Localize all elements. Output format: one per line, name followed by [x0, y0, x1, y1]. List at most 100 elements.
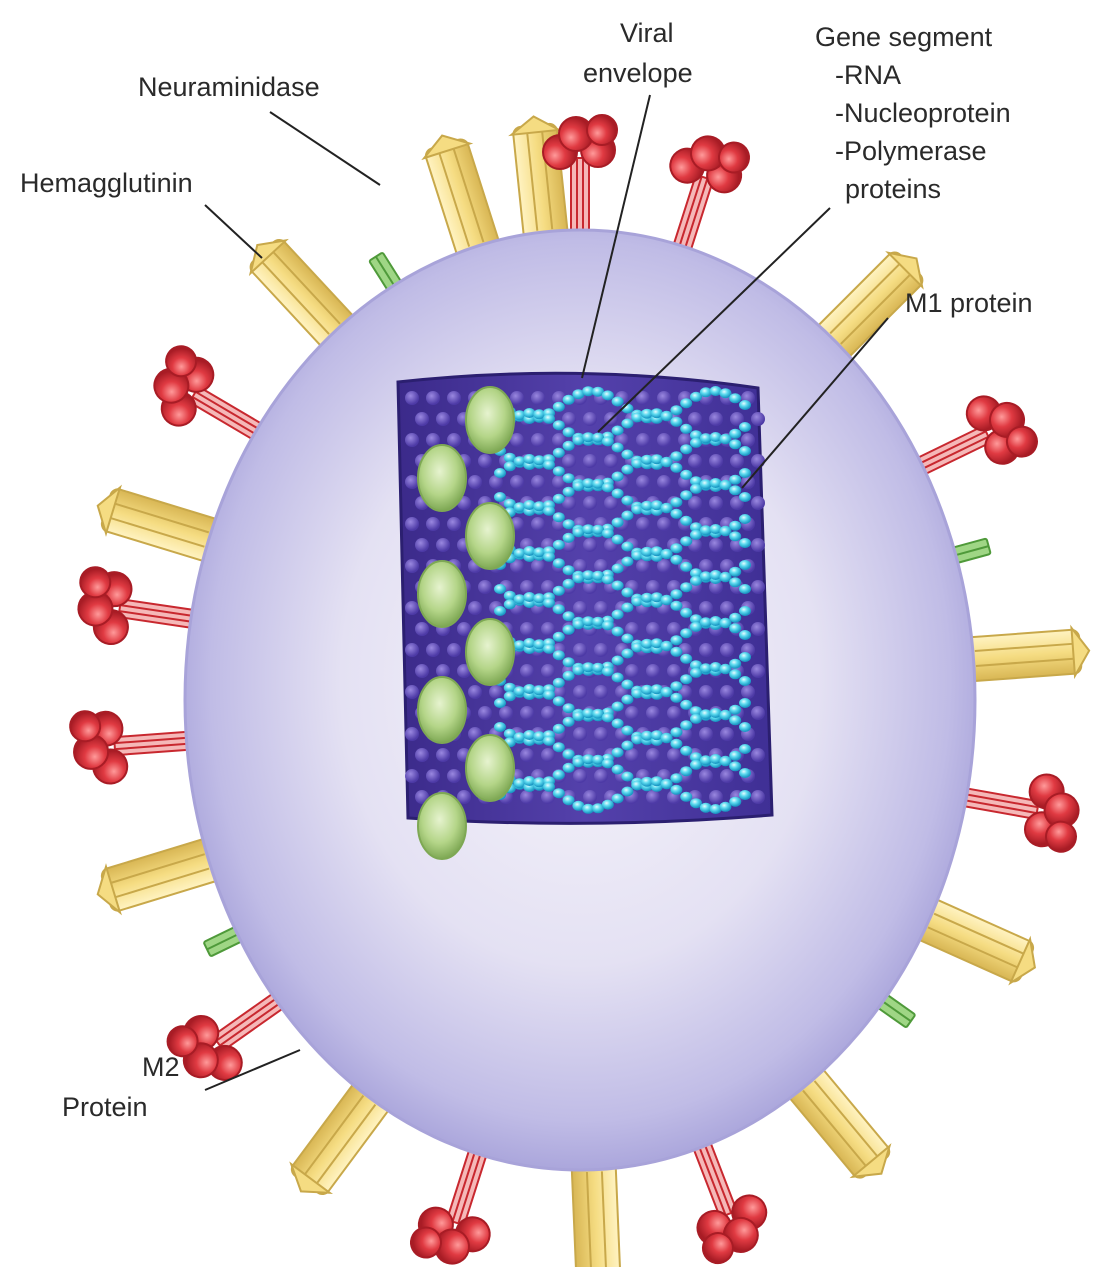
gene-segment-bead — [729, 715, 741, 725]
gene-segment-bead — [543, 690, 555, 700]
gene-segment-bead — [612, 518, 624, 528]
m1-protein-dot — [688, 412, 702, 426]
gene-segment-bead — [612, 702, 624, 712]
m1-protein-dot — [646, 748, 660, 762]
gene-segment-bead — [680, 562, 692, 572]
m1-protein-dot — [583, 412, 597, 426]
label-m2-line1: M2 — [142, 1052, 180, 1082]
m1-protein-dot — [594, 601, 608, 615]
m1-protein-dot — [426, 769, 440, 783]
gene-segment-bead — [494, 606, 506, 616]
gene-segment-bead — [612, 426, 624, 436]
m1-bulb — [466, 619, 514, 685]
m1-protein-dot — [594, 685, 608, 699]
gene-segment-bead — [621, 772, 633, 782]
m1-protein-dot — [646, 706, 660, 720]
m1-protein-dot — [573, 769, 587, 783]
gene-segment-bead — [729, 669, 741, 679]
gene-segment-bead — [563, 395, 575, 405]
gene-segment-bead — [553, 466, 565, 476]
m1-protein-dot — [415, 538, 429, 552]
gene-segment-bead — [670, 405, 682, 415]
gene-segment-bead — [661, 687, 673, 697]
m1-bulb — [466, 503, 514, 569]
gene-segment-bead — [621, 680, 633, 690]
gene-segment-bead — [729, 439, 741, 449]
m1-protein-dot — [583, 454, 597, 468]
gene-segment-bead — [739, 400, 751, 410]
gene-segment-bead — [739, 560, 751, 570]
label-gene-segment-polymerase: -Polymerase — [835, 136, 987, 166]
m1-protein-dot — [405, 517, 419, 531]
label-hemagglutinin: Hemagglutinin — [20, 168, 193, 198]
gene-segment-bead — [621, 542, 633, 552]
gene-segment-bead — [602, 666, 614, 676]
m1-protein-dot — [436, 664, 450, 678]
gene-segment-bead — [739, 606, 751, 616]
m1-protein-dot — [583, 538, 597, 552]
gene-segment-bead — [739, 584, 751, 594]
m1-protein-dot — [636, 517, 650, 531]
m1-bulb — [418, 677, 466, 743]
gene-segment-bead — [680, 516, 692, 526]
m1-protein-dot — [667, 622, 681, 636]
neuraminidase-spike — [72, 565, 204, 656]
gene-segment-bead — [543, 598, 555, 608]
m1-protein-dot — [594, 769, 608, 783]
m1-protein-dot — [415, 622, 429, 636]
gene-segment-bead — [543, 506, 555, 516]
m1-protein-dot — [699, 685, 713, 699]
m1-protein-dot — [583, 496, 597, 510]
m1-protein-dot — [405, 769, 419, 783]
gene-segment-bead — [739, 790, 751, 800]
gene-segment-bead — [612, 656, 624, 666]
gene-segment-bead — [553, 402, 565, 412]
m1-protein-dot — [415, 664, 429, 678]
gene-segment-bead — [739, 630, 751, 640]
gene-segment-bead — [553, 742, 565, 752]
m1-protein-dot — [520, 790, 534, 804]
gene-segment-bead — [670, 463, 682, 473]
gene-segment-bead — [621, 419, 633, 429]
label-m1-protein: M1 protein — [905, 288, 1033, 318]
m1-protein-dot — [541, 664, 555, 678]
gene-segment-bead — [670, 509, 682, 519]
gene-segment-bead — [553, 420, 565, 430]
m1-bulb — [466, 735, 514, 801]
gene-segment-bead — [670, 785, 682, 795]
gene-segment-bead — [661, 641, 673, 651]
m1-protein-dot — [541, 706, 555, 720]
m1-protein-dot — [520, 622, 534, 636]
gene-segment-bead — [553, 448, 565, 458]
gene-segment-bead — [621, 450, 633, 460]
gene-segment-bead — [612, 564, 624, 574]
gene-segment-bead — [563, 565, 575, 575]
m1-protein-dot — [657, 517, 671, 531]
gene-segment-bead — [670, 739, 682, 749]
neuraminidase-leader — [270, 112, 380, 185]
m1-protein-dot — [751, 706, 765, 720]
gene-segment-bead — [729, 623, 741, 633]
gene-segment-bead — [670, 589, 682, 599]
gene-segment-bead — [661, 411, 673, 421]
gene-segment-bead — [621, 511, 633, 521]
gene-segment-bead — [494, 468, 506, 478]
gene-segment-bead — [553, 512, 565, 522]
m1-protein-dot — [520, 664, 534, 678]
gene-segment-bead — [670, 601, 682, 611]
gene-segment-bead — [553, 558, 565, 568]
gene-segment-bead — [661, 779, 673, 789]
gene-segment-bead — [680, 746, 692, 756]
gene-segment-bead — [739, 768, 751, 778]
m1-protein-dot — [405, 727, 419, 741]
gene-segment-bead — [739, 422, 751, 432]
m1-protein-dot — [447, 433, 461, 447]
gene-segment-bead — [612, 581, 624, 591]
gene-segment-bead — [553, 540, 565, 550]
gene-segment-bead — [563, 703, 575, 713]
m1-protein-dot — [751, 790, 765, 804]
m1-protein-dot — [520, 706, 534, 720]
m1-protein-dot — [720, 727, 734, 741]
gene-segment-bead — [543, 644, 555, 654]
label-viral-envelope-line2: envelope — [583, 58, 693, 88]
